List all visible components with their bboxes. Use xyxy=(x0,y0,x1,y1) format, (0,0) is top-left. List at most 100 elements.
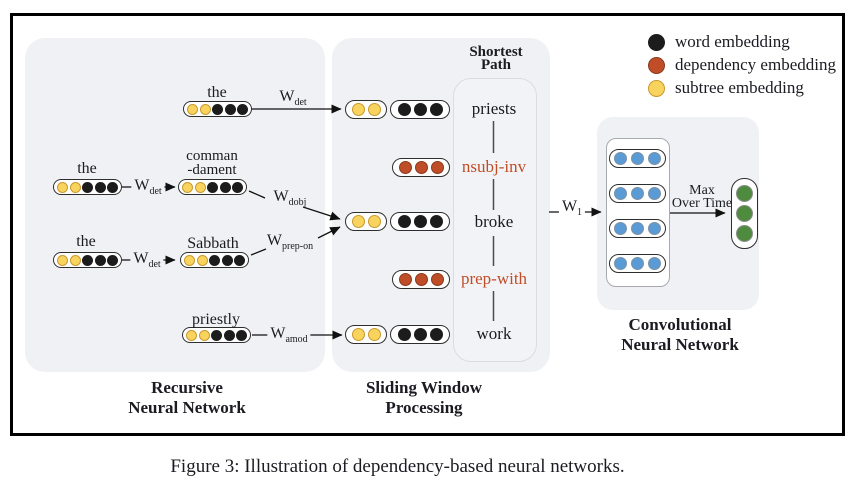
conv-feature-dot xyxy=(614,257,627,270)
word-embedding-dot xyxy=(413,103,427,116)
word-label-priestly: priestly xyxy=(192,311,240,328)
window-dependency-pill-row2 xyxy=(392,158,450,177)
embedding-pill-the-top xyxy=(183,101,252,117)
word-embedding-legend-dot xyxy=(648,33,665,51)
word-embedding-dot xyxy=(212,103,223,115)
window-word-pill-row1 xyxy=(390,100,450,119)
subtree-embedding-dot xyxy=(184,254,195,266)
subtree-embedding-dot xyxy=(182,181,193,193)
weight-label-wamod: Wamod xyxy=(267,326,311,345)
word-embedding-dot xyxy=(232,181,243,193)
window-word-pill-row5 xyxy=(390,325,450,344)
word-embedding-dot xyxy=(107,254,118,266)
conv-feature-dot xyxy=(614,222,627,235)
convolutional-nn-caption: Convolutional Neural Network xyxy=(621,315,739,354)
subtree-embedding-dot xyxy=(69,181,81,193)
conv-feature-dot xyxy=(631,222,644,235)
weight-label-wprepon: Wprep-on xyxy=(266,232,314,253)
weight-label-wdet-top: Wdet xyxy=(279,88,307,109)
word-embedding-dot xyxy=(429,215,443,228)
word-embedding-dot xyxy=(221,254,233,266)
conv-feature-dot xyxy=(631,187,644,200)
weight-label-wdobj: Wdobj xyxy=(273,188,307,209)
shortest-path-header: Shortest Path xyxy=(469,44,523,73)
conv-feature-dot xyxy=(648,222,661,235)
word-embedding-dot xyxy=(219,181,231,193)
embedding-pill-commandament xyxy=(178,179,247,195)
legend-item-dependency-embedding: dependency embedding xyxy=(648,55,836,74)
word-label-the-mid2: the xyxy=(76,233,96,250)
conv-feature-dot xyxy=(648,257,661,270)
word-label-the-top: the xyxy=(207,84,227,101)
dependency-embedding-dot xyxy=(430,161,444,174)
word-embedding-dot xyxy=(413,215,427,228)
dependency-embedding-dot xyxy=(430,273,444,286)
recursive-nn-caption: Recursive Neural Network xyxy=(128,378,246,417)
word-label-sabbath: Sabbath xyxy=(187,235,239,252)
word-embedding-dot xyxy=(209,254,220,266)
conv-feature-pill-2 xyxy=(609,184,666,203)
window-subtree-pill-row3 xyxy=(345,212,387,231)
embedding-pill-sabbath xyxy=(180,252,249,268)
subtree-embedding-dot xyxy=(69,254,81,266)
conv-feature-pill-1 xyxy=(609,149,666,168)
legend-label: word embedding xyxy=(675,32,790,51)
conv-feature-dot xyxy=(648,152,661,165)
word-embedding-dot xyxy=(234,254,245,266)
subtree-embedding-legend-dot xyxy=(648,79,665,97)
legend: word embedding dependency embedding subt… xyxy=(648,32,836,97)
window-dependency-pill-row4 xyxy=(392,270,450,289)
path-word-nsubj-inv: nsubj-inv xyxy=(461,157,527,176)
max-pool-dot xyxy=(736,205,753,222)
window-subtree-pill-row1 xyxy=(345,100,387,119)
word-embedding-dot xyxy=(397,103,411,116)
conv-feature-pill-3 xyxy=(609,219,666,238)
path-word-prep-with: prep-with xyxy=(460,269,528,288)
word-embedding-dot xyxy=(413,328,427,341)
word-embedding-dot xyxy=(211,329,222,341)
word-label-the-mid1: the xyxy=(77,160,97,177)
embedding-pill-the-mid1 xyxy=(53,179,122,195)
word-embedding-dot xyxy=(397,215,411,228)
subtree-embedding-dot xyxy=(367,103,381,116)
weight-label-wdet-mid1: Wdet xyxy=(131,178,165,197)
dependency-embedding-dot xyxy=(398,161,412,174)
word-embedding-dot xyxy=(224,103,236,115)
word-embedding-dot xyxy=(223,329,235,341)
conv-feature-pill-4 xyxy=(609,254,666,273)
max-pool-dot xyxy=(736,185,753,202)
path-word-work: work xyxy=(476,324,512,343)
subtree-embedding-dot xyxy=(351,103,365,116)
subtree-embedding-dot xyxy=(367,328,381,341)
embedding-pill-priestly xyxy=(182,327,251,343)
word-embedding-dot xyxy=(82,254,93,266)
conv-feature-dot xyxy=(631,257,644,270)
legend-label: dependency embedding xyxy=(675,55,836,74)
word-embedding-dot xyxy=(107,181,118,193)
word-embedding-dot xyxy=(94,181,106,193)
subtree-embedding-dot xyxy=(199,103,211,115)
weight-label-wdet-mid2: Wdet xyxy=(130,251,164,270)
word-embedding-dot xyxy=(94,254,106,266)
conv-feature-dot xyxy=(631,152,644,165)
embedding-pill-the-mid2 xyxy=(53,252,122,268)
legend-label: subtree embedding xyxy=(675,78,804,97)
legend-item-subtree-embedding: subtree embedding xyxy=(648,78,836,97)
word-embedding-dot xyxy=(207,181,218,193)
word-embedding-dot xyxy=(429,103,443,116)
shortest-path-box xyxy=(453,78,537,362)
window-subtree-pill-row5 xyxy=(345,325,387,344)
max-over-time-label: Max Over Time xyxy=(671,183,733,211)
dependency-embedding-legend-dot xyxy=(648,56,665,74)
word-embedding-dot xyxy=(236,329,247,341)
max-pool-dot xyxy=(736,225,753,242)
path-word-priests: priests xyxy=(471,99,517,118)
subtree-embedding-dot xyxy=(187,103,198,115)
subtree-embedding-dot xyxy=(351,215,365,228)
conv-feature-dot xyxy=(614,187,627,200)
conv-feature-dot xyxy=(614,152,627,165)
window-word-pill-row3 xyxy=(390,212,450,231)
weight-label-w1: W1 xyxy=(558,199,586,218)
max-pool-pill xyxy=(731,178,758,249)
word-label-commandament: comman -dament xyxy=(186,148,238,178)
